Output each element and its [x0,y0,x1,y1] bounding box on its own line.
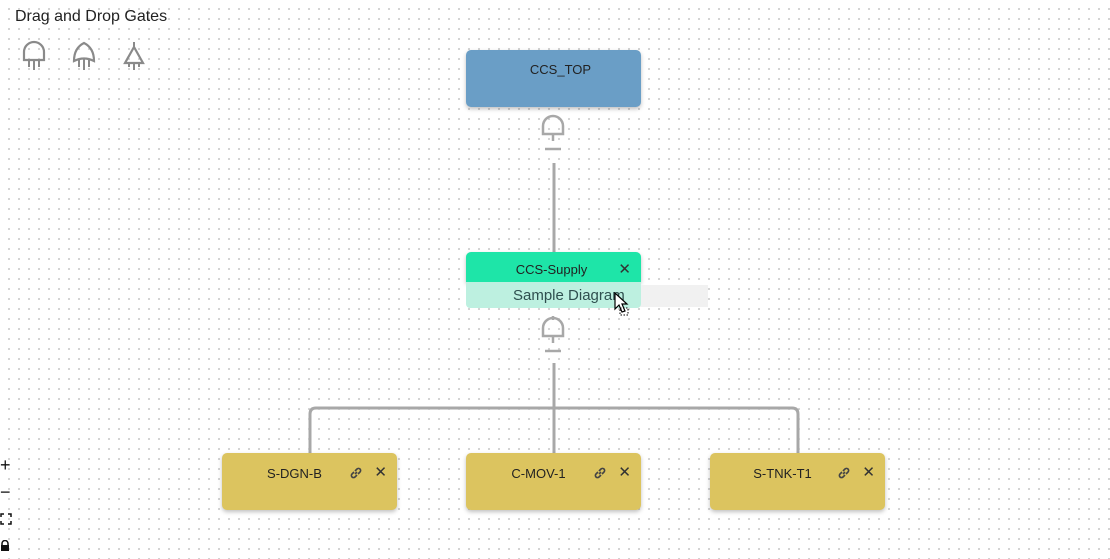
pointer-cursor-icon [614,292,629,316]
and-gate-icon[interactable] [540,316,566,353]
and-gate-icon[interactable] [20,40,48,74]
and-gate-icon[interactable] [540,114,566,151]
node-ccs-top[interactable]: CCS_TOP [466,50,641,107]
node-s-tnk-t1[interactable]: S-TNK-T1 ✕ [710,453,885,510]
link-icon[interactable] [349,466,363,480]
node-label: S-TNK-T1 [753,466,812,481]
close-icon[interactable]: ✕ [374,464,387,481]
link-icon[interactable] [593,466,607,480]
zoom-in-button[interactable]: + [0,455,11,475]
node-c-mov-1[interactable]: C-MOV-1 ✕ [466,453,641,510]
inhibit-gate-icon[interactable] [120,40,148,74]
node-label: C-MOV-1 [511,466,566,481]
close-icon[interactable]: ✕ [618,261,631,278]
lock-button[interactable] [0,533,14,559]
rename-input-value: Sample Diagram [513,287,625,304]
or-gate-icon[interactable] [70,40,98,74]
link-icon[interactable] [837,466,851,480]
node-ccs-supply[interactable]: CCS-Supply ✕ [466,252,641,282]
close-icon[interactable]: ✕ [862,464,875,481]
palette-title: Drag and Drop Gates [15,8,168,25]
zoom-out-button[interactable]: − [0,482,11,502]
node-label: CCS_TOP [529,62,592,77]
lock-icon [1,539,9,551]
close-icon[interactable]: ✕ [618,464,631,481]
fit-view-icon [0,513,12,525]
node-rename-input[interactable]: Sample Diagram [466,282,641,308]
fit-view-button[interactable] [0,506,14,532]
node-label: CCS-Supply [515,262,588,277]
node-s-dgn-b[interactable]: S-DGN-B ✕ [222,453,397,510]
node-label: S-DGN-B [267,466,322,481]
